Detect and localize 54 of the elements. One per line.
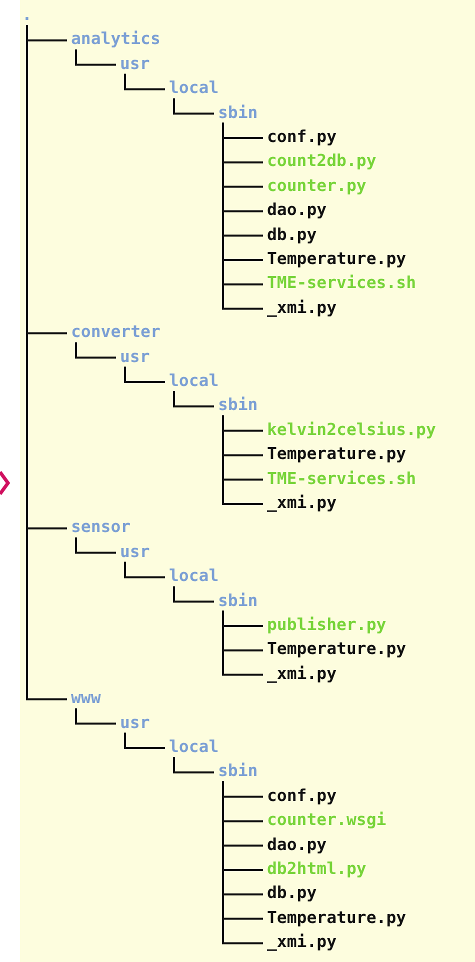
- executable-file-name: publisher.py: [267, 615, 386, 635]
- executable-file-name: kelvin2celsius.py: [267, 420, 436, 440]
- tree-connector: [75, 708, 116, 725]
- file-name: conf.py: [267, 786, 337, 806]
- directory-name: usr: [120, 54, 150, 74]
- file-name: Temperature.py: [267, 444, 406, 464]
- directory-name: sbin: [218, 590, 258, 611]
- file-name: conf.py: [267, 127, 337, 147]
- tree-connector: [222, 415, 263, 505]
- executable-file-name: counter.wsgi: [267, 810, 386, 830]
- file-name: Temperature.py: [267, 249, 406, 269]
- executable-file-name: count2db.py: [267, 151, 376, 172]
- file-name: dao.py: [267, 834, 327, 855]
- file-name: dao.py: [267, 200, 327, 220]
- directory-name: usr: [120, 346, 150, 367]
- directory-name: sbin: [218, 761, 258, 782]
- directory-name: local: [169, 78, 219, 98]
- directory-name: www: [71, 688, 101, 708]
- file-name: db.py: [267, 883, 317, 904]
- directory-name: local: [169, 566, 219, 586]
- directory-name: .: [22, 5, 32, 25]
- directory-name: local: [169, 737, 219, 757]
- file-name: db.py: [267, 224, 317, 245]
- directory-name: analytics: [71, 29, 160, 50]
- tree-connector: [75, 342, 116, 359]
- file-name: _xmi.py: [267, 298, 337, 318]
- tree-connector: [26, 25, 67, 700]
- tree-connector: [173, 98, 214, 115]
- file-name: _xmi.py: [267, 493, 337, 513]
- directory-name: usr: [120, 712, 150, 733]
- tree-connector: [173, 391, 214, 408]
- tree-connector: [124, 562, 165, 578]
- executable-file-name: db2html.py: [267, 859, 366, 879]
- executable-file-name: TME-services.sh: [267, 468, 416, 489]
- tree-connector: [75, 49, 116, 66]
- tree-connector: [173, 757, 214, 774]
- directory-name: sbin: [218, 395, 258, 416]
- directory-name: sensor: [71, 517, 131, 538]
- tree-connector: [222, 610, 263, 676]
- directory-name: converter: [71, 322, 160, 342]
- directory-name: sbin: [218, 102, 258, 123]
- tree-connector: [124, 74, 165, 90]
- directory-name: usr: [120, 542, 150, 562]
- tree-connector: [75, 537, 116, 554]
- tree-connector: [173, 586, 214, 603]
- file-name: Temperature.py: [267, 908, 406, 928]
- executable-file-name: counter.py: [267, 176, 366, 196]
- tree-connector: [124, 732, 165, 749]
- file-name: Temperature.py: [267, 639, 406, 660]
- executable-file-name: TME-services.sh: [267, 273, 416, 294]
- file-name: _xmi.py: [267, 932, 337, 952]
- tree-connector: [124, 366, 165, 383]
- directory-name: local: [169, 371, 219, 391]
- file-name: _xmi.py: [267, 664, 337, 684]
